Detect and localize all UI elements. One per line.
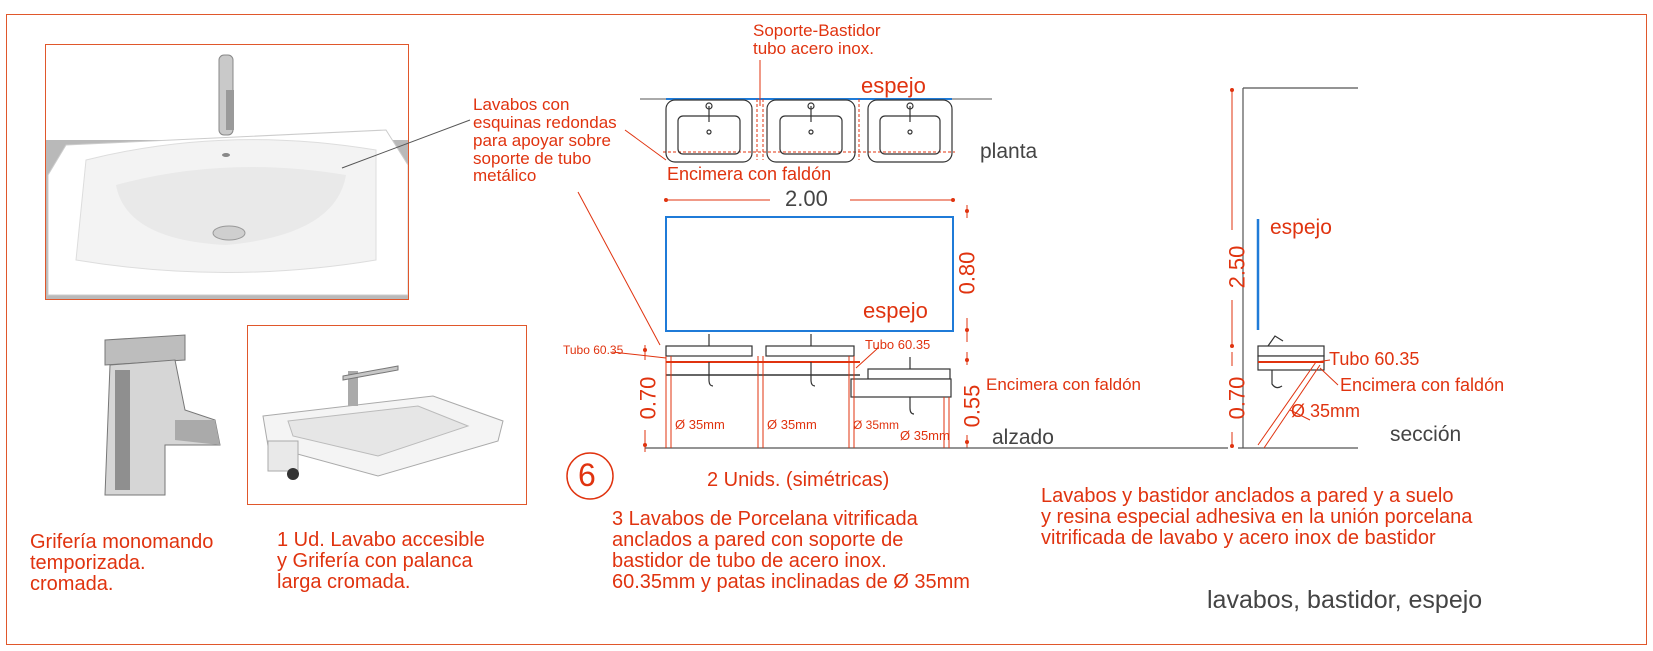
width-dimension: 2.00 (785, 186, 828, 211)
anchoring-note: Lavabos y bastidor anclados a pared y a … (1041, 485, 1473, 549)
support-label: Soporte-Bastidor tubo acero inox. (753, 21, 881, 58)
sheet-title: lavabos, bastidor, espejo (1207, 586, 1483, 614)
section-view-label: sección (1390, 423, 1462, 446)
section-tube-label: Tubo 60.35 (1329, 349, 1420, 369)
section-leg-label: Ø 35mm (1291, 401, 1361, 421)
total-height-dimension: 2.50 (1224, 245, 1250, 289)
sheet-frame (6, 14, 1647, 645)
elevation-description: 3 Lavabos de Porcelana vitrificada ancla… (612, 508, 970, 593)
plan-countertop-label: Encimera con faldón (667, 164, 832, 184)
tap-caption: Grifería monomando temporizada. cromada. (30, 531, 214, 595)
accessible-caption: 1 Ud. Lavabo accesible y Grifería con pa… (277, 529, 485, 593)
rounded-corners-note: Lavabos con esquinas redondas para apoya… (473, 95, 617, 186)
leg-label-3: Ø 35mm (853, 418, 900, 432)
height-dimension-right: 0.55 (959, 384, 985, 428)
tap-photo (45, 320, 240, 520)
mirror-height-dimension: 0.80 (954, 251, 980, 295)
tube-label-right: Tubo 60.35 (865, 337, 931, 352)
tube-label-left: Tubo 60.35 (563, 343, 624, 357)
leg-label-4: Ø 35mm (900, 428, 950, 443)
elevation-view-label: alzado (992, 426, 1054, 449)
sheet-number: 6 (578, 457, 596, 493)
plan-view-label: planta (980, 140, 1038, 163)
plan-mirror-label: espejo (861, 73, 926, 98)
height-dimension-left: 0.70 (635, 376, 661, 420)
section-height-dimension: 0.70 (1224, 376, 1250, 420)
leg-label-1: Ø 35mm (675, 417, 725, 432)
leg-label-2: Ø 35mm (767, 417, 817, 432)
units-label: 2 Unids. (simétricas) (707, 469, 890, 491)
section-mirror-label: espejo (1270, 216, 1332, 239)
section-view (1230, 87, 1358, 449)
plan-view (624, 60, 992, 163)
accessible-basin-photo (247, 325, 527, 505)
elevation-mirror-label: espejo (863, 298, 928, 323)
elevation-view (566, 191, 1228, 500)
washbasin-photo (45, 44, 409, 300)
elevation-countertop-label: Encimera con faldón (986, 375, 1141, 394)
section-countertop-label: Encimera con faldón (1340, 375, 1505, 395)
